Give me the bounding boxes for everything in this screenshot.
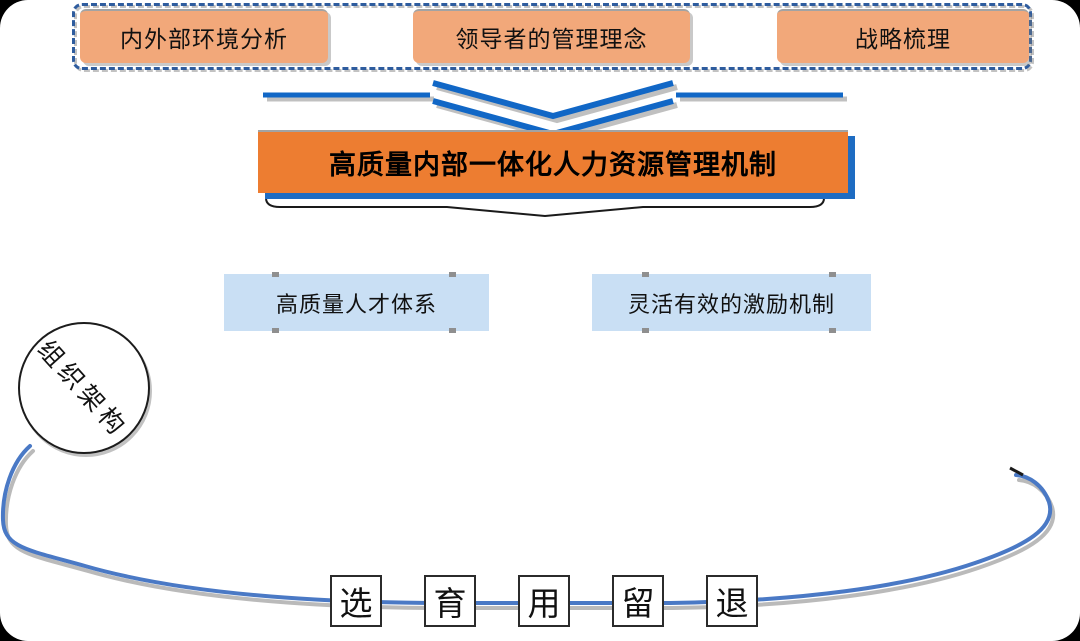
cycle-step-retain: 留 [612, 575, 664, 627]
cycle-step-label: 留 [621, 584, 655, 623]
pillar-box-label: 高质量人才体系 [275, 292, 437, 318]
handle-tick [829, 272, 837, 277]
cycle-step-label: 育 [433, 584, 467, 623]
inputs-dashed-container [72, 3, 1032, 70]
input-box-label: 内外部环境分析 [120, 27, 288, 53]
handle-tick [642, 328, 650, 333]
cycle-step-use: 用 [518, 575, 570, 627]
handle-tick [271, 328, 279, 333]
handle-tick [271, 272, 279, 277]
cycle-step-label: 用 [527, 584, 561, 623]
input-box-label: 领导者的管理理念 [455, 27, 648, 53]
curve-end-tick [1009, 466, 1024, 477]
chevron-down-icon [263, 80, 843, 138]
handle-tick [642, 272, 650, 277]
pillar-box-label: 灵活有效的激励机制 [627, 292, 835, 318]
input-box-strategy-review: 战略梳理 [777, 9, 1029, 63]
org-circle-label: 组织架构 [31, 334, 134, 444]
handle-tick [449, 328, 457, 333]
cycle-step-label: 选 [339, 584, 373, 623]
center-mechanism-box: 高质量内部一体化人力资源管理机制 [258, 130, 848, 193]
center-box-label: 高质量内部一体化人力资源管理机制 [329, 150, 777, 181]
underbrace-icon [265, 197, 825, 218]
pillar-box-talent-system: 高质量人才体系 [224, 272, 489, 333]
cycle-step-exit: 退 [706, 575, 758, 627]
pillar-box-incentive-mechanism: 灵活有效的激励机制 [592, 272, 871, 333]
org-structure-circle: 组织架构 [18, 322, 150, 454]
cycle-step-label: 退 [715, 584, 749, 623]
handle-tick [829, 328, 837, 333]
handle-tick [449, 272, 457, 277]
input-box-environment-analysis: 内外部环境分析 [80, 9, 328, 63]
input-box-leader-philosophy: 领导者的管理理念 [413, 9, 690, 63]
cycle-step-select: 选 [330, 575, 382, 627]
cycle-step-develop: 育 [424, 575, 476, 627]
input-box-label: 战略梳理 [855, 27, 951, 53]
